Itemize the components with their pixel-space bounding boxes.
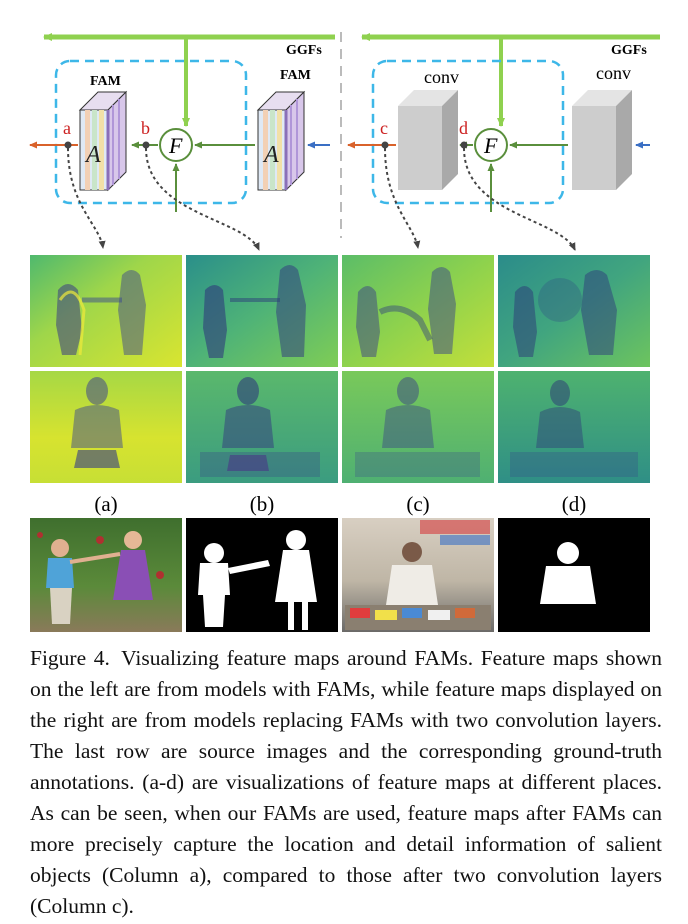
fam-label-1: FAM	[90, 74, 121, 89]
tap-label-a: a	[63, 118, 71, 138]
tap-label-d: d	[459, 118, 468, 138]
attention-symbol-1: A	[84, 142, 101, 168]
conv-label-1: conv	[424, 67, 459, 87]
column-label-b: (b)	[250, 492, 275, 516]
fam-label-2: FAM	[280, 68, 311, 83]
feature-map-row-1	[30, 255, 650, 367]
feature-map-a-row2	[30, 371, 182, 483]
ggfs-label-left: GGFs	[286, 43, 322, 58]
column-label-d: (d)	[562, 492, 587, 516]
feature-map-row-2	[30, 371, 650, 483]
feature-map-d-row1	[498, 255, 650, 367]
caption-label: Figure 4.	[30, 646, 110, 670]
ggfs-label-right: GGFs	[611, 43, 647, 58]
tap-point-d	[460, 141, 468, 149]
dashed-box-right	[371, 59, 565, 205]
feature-map-d-row2	[498, 371, 650, 483]
fusion-node-right	[474, 128, 508, 162]
feature-map-b-row2	[186, 371, 338, 483]
feature-map-a-row1	[30, 255, 182, 367]
tap-point-a	[64, 141, 72, 149]
feature-map-c-row1	[342, 255, 494, 367]
attention-symbol-2: A	[262, 142, 279, 168]
column-label-a: (a)	[94, 492, 117, 516]
figure-caption: Figure 4. Visualizing feature maps aroun…	[30, 643, 662, 922]
ground-truth-exhibitor	[498, 518, 650, 632]
caption-text: Visualizing feature maps around FAMs. Fe…	[30, 646, 662, 918]
tap-point-b	[142, 141, 150, 149]
conv-block-2: conv	[572, 63, 632, 190]
tap-point-c	[381, 141, 389, 149]
fusion-node-left	[159, 128, 193, 162]
conv-label-2: conv	[596, 63, 631, 83]
fam-diagram: GGFs FAM A FAM A	[29, 33, 335, 251]
fusion-symbol-right: F	[483, 133, 498, 158]
tap-label-b: b	[141, 118, 150, 138]
tap-label-c: c	[380, 118, 388, 138]
feature-map-b-row1	[186, 255, 338, 367]
fusion-symbol-left: F	[168, 133, 183, 158]
conv-block-1: conv	[398, 67, 459, 190]
source-image-exhibitor	[342, 518, 494, 632]
figure-4: GGFs FAM A FAM A	[29, 32, 660, 632]
conv-diagram: GGFs conv conv F c d	[347, 33, 660, 251]
ground-truth-children	[186, 518, 338, 632]
source-image-children	[30, 518, 182, 632]
column-label-c: (c)	[406, 492, 429, 516]
feature-map-c-row2	[342, 371, 494, 483]
fam-block-2: FAM A	[256, 68, 311, 192]
dashed-box-left	[54, 59, 248, 205]
fam-block-1: FAM A	[78, 74, 128, 192]
